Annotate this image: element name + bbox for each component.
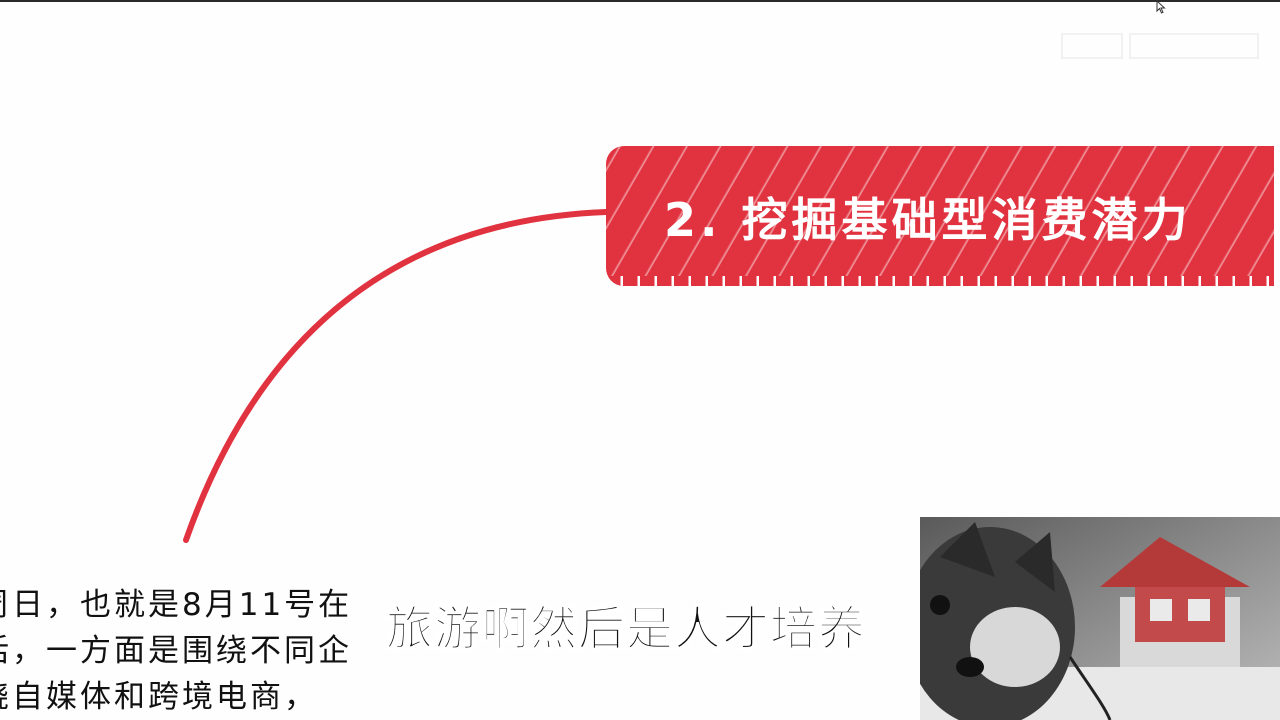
mouse-cursor-icon [1156, 0, 1166, 14]
note-line: 话，一方面是围绕不同企 [0, 633, 352, 669]
note-line: 周日，也就是8月11号在 [0, 587, 353, 623]
watermark-icon [1061, 33, 1259, 59]
webcam-overlay [920, 517, 1280, 720]
topic-title: 2. 挖掘基础型消费潜力 [664, 193, 1192, 247]
video-subtitle: 旅游啊然后是人才培养 [386, 602, 866, 658]
webcam-feed-icon [920, 517, 1280, 720]
topic-frayed-edge [606, 276, 1274, 286]
mind-map-topic-node[interactable]: 2. 挖掘基础型消费潜力 [606, 146, 1274, 286]
top-border-line [0, 0, 1280, 2]
note-line: 绕自媒体和跨境电商， [0, 679, 318, 715]
note-text-block: 周日，也就是8月11号在 话，一方面是围绕不同企 绕自媒体和跨境电商， [0, 582, 398, 720]
topic-hatch-texture [606, 146, 1274, 286]
